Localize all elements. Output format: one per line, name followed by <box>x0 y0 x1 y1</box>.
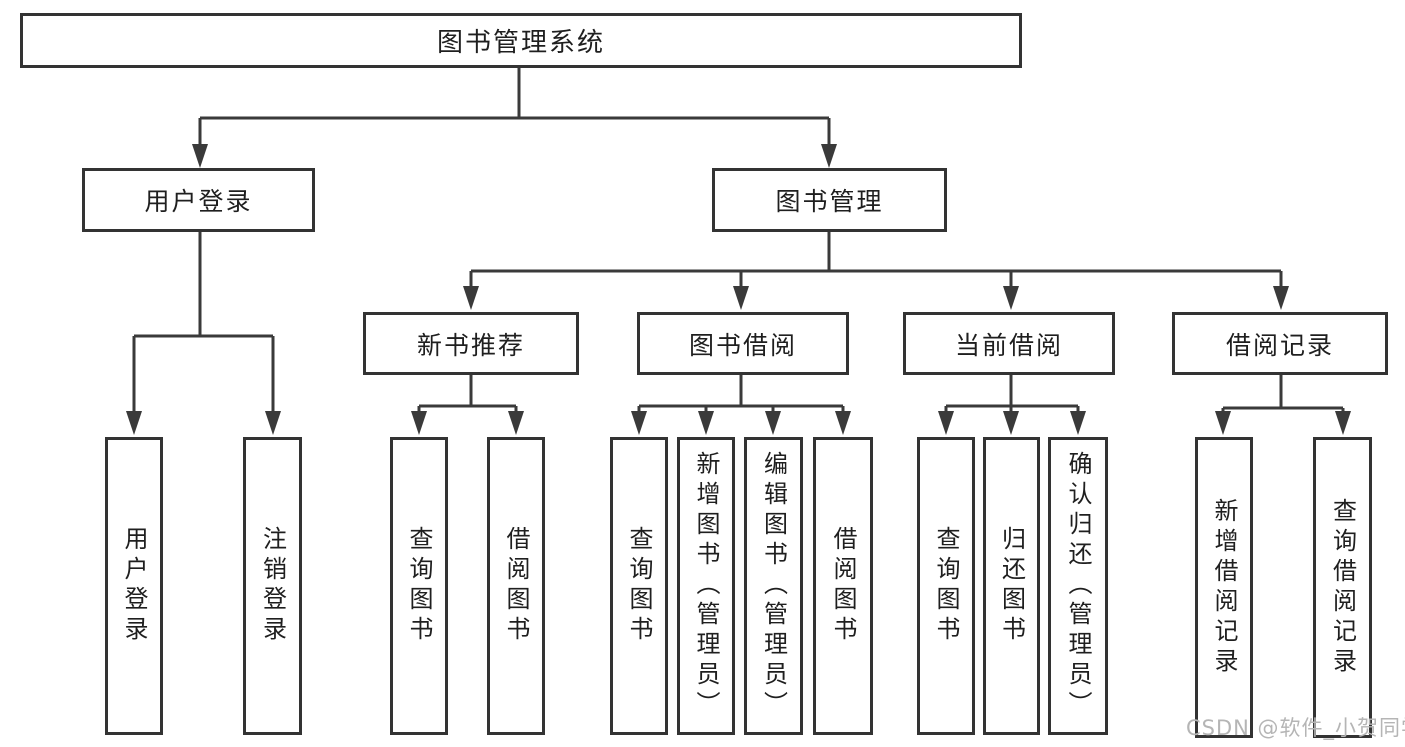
node-query-books-leaf: 查询图书 <box>610 437 668 735</box>
node-label: 查询图书 <box>932 526 960 646</box>
node-new-book-recommendation: 新书推荐 <box>363 312 579 375</box>
node-label: 注销登录 <box>258 526 287 646</box>
connector-bookmgmt-to-groups <box>469 232 1283 290</box>
arrowheads <box>126 144 1351 435</box>
connector-current-to-children <box>944 375 1080 415</box>
node-label: 图书管理 <box>775 187 884 216</box>
node-query-borrow-record-leaf: 查询借阅记录 <box>1313 437 1372 738</box>
node-label: 查询借阅记录 <box>1328 497 1357 678</box>
node-confirm-return-admin-leaf: 确认归还（管理员） <box>1048 437 1108 735</box>
node-label: 当前借阅 <box>954 330 1063 360</box>
csdn-watermark: CSDN @软件_小贺同学 <box>1186 716 1405 740</box>
node-borrow-books-leaf: 借阅图书 <box>487 437 545 735</box>
node-return-books-leaf: 归还图书 <box>983 437 1040 735</box>
node-label: 新增借阅记录 <box>1210 497 1238 678</box>
node-user-login-leaf: 用户登录 <box>105 437 163 735</box>
node-label: 借阅记录 <box>1225 330 1334 360</box>
node-label: 用户登录 <box>120 526 148 646</box>
node-label: 用户登录 <box>144 187 253 216</box>
node-logout-leaf: 注销登录 <box>243 437 302 735</box>
node-borrowing-records: 借阅记录 <box>1172 312 1388 375</box>
node-library-management-system: 图书管理系统 <box>20 13 1022 68</box>
node-book-management-branch: 图书管理 <box>712 168 947 232</box>
node-user-login-branch: 用户登录 <box>82 168 315 232</box>
node-label: 编辑图书（管理员） <box>759 451 788 721</box>
node-query-books-leaf: 查询图书 <box>917 437 975 735</box>
connector-userlogin-to-children <box>132 232 275 415</box>
node-label: 确认归还（管理员） <box>1064 451 1092 721</box>
connector-borrowing-to-children <box>637 375 845 415</box>
node-label: 查询图书 <box>625 526 653 646</box>
node-add-borrow-record-leaf: 新增借阅记录 <box>1195 437 1253 738</box>
node-add-books-admin-leaf: 新增图书（管理员） <box>677 437 735 735</box>
node-current-borrowing: 当前借阅 <box>903 312 1115 375</box>
node-book-borrowing: 图书借阅 <box>637 312 849 375</box>
node-label: 图书管理系统 <box>436 28 605 58</box>
node-label: 借阅图书 <box>502 526 530 646</box>
node-borrow-books-leaf: 借阅图书 <box>813 437 873 735</box>
node-label: 新增图书（管理员） <box>692 451 720 721</box>
node-label: 归还图书 <box>997 526 1026 646</box>
node-label: 借阅图书 <box>829 526 857 646</box>
node-label: 查询图书 <box>405 526 433 646</box>
connector-root-to-level2 <box>198 68 831 148</box>
connector-newbooks-to-children <box>417 375 518 415</box>
node-edit-books-admin-leaf: 编辑图书（管理员） <box>744 437 803 735</box>
node-query-books-leaf: 查询图书 <box>390 437 448 735</box>
connector-records-to-children <box>1221 375 1345 415</box>
node-label: 图书借阅 <box>688 330 797 360</box>
node-label: 新书推荐 <box>416 330 525 360</box>
